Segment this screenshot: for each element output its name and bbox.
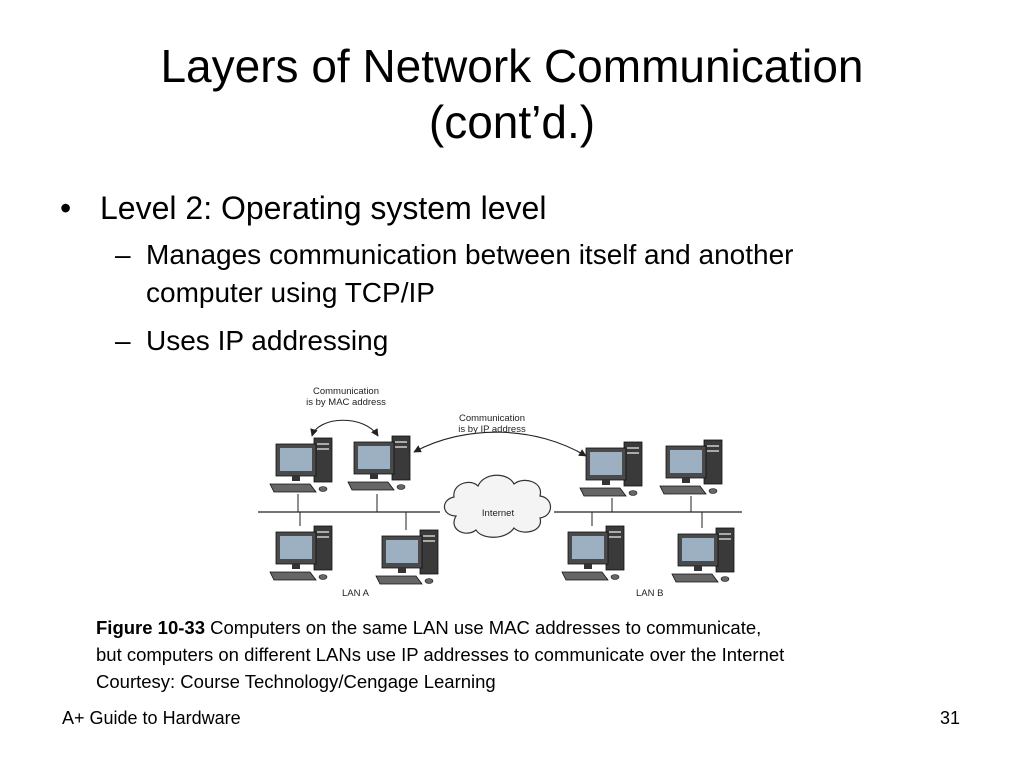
slide-title: Layers of Network Communication (cont’d.… bbox=[40, 38, 984, 150]
ip-label-line1: Communication bbox=[459, 413, 525, 424]
mac-label-line1: Communication bbox=[313, 386, 379, 397]
computer-icon bbox=[561, 525, 625, 581]
lan-a-label: LAN A bbox=[342, 588, 370, 599]
title-line-2: (cont’d.) bbox=[428, 96, 596, 148]
caption-credit: Courtesy: Course Technology/Cengage Lear… bbox=[96, 671, 496, 692]
sub-bullet-dash: – bbox=[115, 239, 131, 270]
sub-bullet-line: Manages communication between itself and… bbox=[146, 239, 794, 270]
ip-label-line2: is by IP address bbox=[458, 424, 526, 435]
bullet-text: Level 2: Operating system level bbox=[100, 190, 547, 226]
internet-cloud-icon bbox=[443, 474, 552, 538]
computer-icon bbox=[375, 529, 439, 585]
cloud-label: Internet bbox=[482, 508, 515, 519]
ip-arrow bbox=[413, 431, 587, 457]
computer-icon bbox=[269, 525, 333, 581]
caption-line: but computers on different LANs use IP a… bbox=[96, 644, 785, 665]
network-figure: Internet Communication is by MAC address… bbox=[258, 386, 742, 599]
footer-page-number: 31 bbox=[939, 708, 960, 728]
lan-b-label: LAN B bbox=[636, 588, 663, 599]
sub-bullet-item: – Manages communication between itself a… bbox=[60, 236, 960, 312]
figure-caption: Figure 10-33 Computers on the same LAN u… bbox=[96, 614, 966, 695]
computer-icon bbox=[671, 527, 735, 583]
bullet-list: • Level 2: Operating system level – Mana… bbox=[60, 186, 960, 360]
caption-text: Computers on the same LAN use MAC addres… bbox=[205, 617, 762, 638]
footer-book-title: A+ Guide to Hardware bbox=[62, 708, 241, 728]
mac-label-line2: is by MAC address bbox=[306, 397, 386, 408]
bullet-mark: • bbox=[60, 190, 72, 226]
sub-bullet-line: computer using TCP/IP bbox=[146, 277, 435, 308]
caption-line: Figure 10-33 Computers on the same LAN u… bbox=[96, 614, 966, 641]
title-line-1: Layers of Network Communication bbox=[160, 40, 864, 92]
computer-icon bbox=[659, 439, 723, 495]
sub-bullet-dash: – bbox=[115, 325, 131, 356]
sub-bullet-line: Uses IP addressing bbox=[146, 325, 389, 356]
computer-icon bbox=[579, 441, 643, 497]
computer-icon bbox=[269, 437, 333, 493]
figure-reference: Figure 10-33 bbox=[96, 617, 205, 638]
computer-icon bbox=[347, 435, 411, 491]
sub-bullet-item: – Uses IP addressing bbox=[60, 322, 960, 360]
bullet-item: • Level 2: Operating system level bbox=[60, 186, 960, 230]
mac-arrow bbox=[310, 419, 379, 437]
